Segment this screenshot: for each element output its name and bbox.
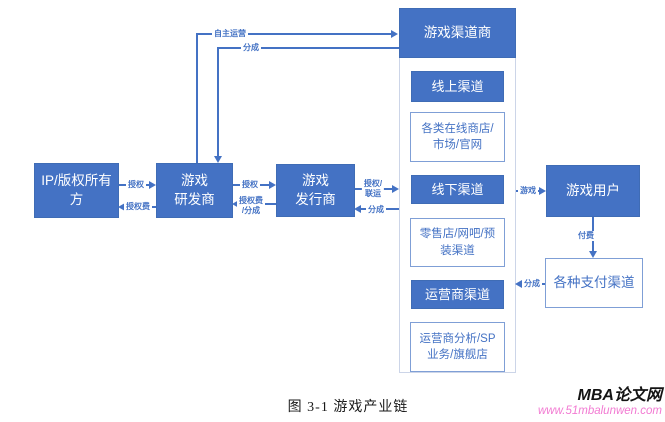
edge-label-license-ip-dev: 授权: [126, 180, 146, 190]
arrow-line-self-operate-h: [196, 33, 393, 35]
node-ip-owner: IP/版权所有方: [34, 163, 119, 218]
arrowhead-right-icon: [391, 30, 398, 38]
arrowhead-right-icon: [269, 181, 276, 189]
arrowhead-right-icon: [392, 185, 399, 193]
node-offline-channel: 线下渠道: [411, 175, 504, 204]
arrowhead-left-icon: [515, 280, 522, 288]
node-online-channel-detail: 各类在线商店/ 市场/官网: [410, 112, 505, 162]
edge-label-pay: 付费: [576, 231, 596, 241]
edge-label-fee-dev-ip: 授权费: [124, 202, 152, 212]
node-game-user: 游戏用户: [546, 165, 640, 217]
arrow-line-share-channel-dev-v: [217, 47, 219, 157]
node-online-channel: 线上渠道: [411, 71, 504, 102]
node-operator-channel-detail: 运营商分析/SP 业务/旗舰店: [410, 322, 505, 372]
arrowhead-right-icon: [149, 181, 156, 189]
edge-label-fee-share-pub-dev: 授权费 /分成: [237, 196, 265, 216]
edge-label-self-operate: 自主运营: [212, 29, 248, 39]
node-channel-provider: 游戏渠道商: [399, 8, 516, 58]
watermark-site-name: MBA论文网: [577, 387, 662, 404]
arrow-line-self-operate-v: [196, 34, 198, 163]
edge-label-game: 游戏: [518, 186, 538, 196]
edge-label-share-channel-dev: 分成: [241, 43, 261, 53]
figure-caption: 图 3-1 游戏产业链: [287, 400, 409, 415]
arrowhead-left-icon: [354, 205, 361, 213]
arrowhead-down-icon: [589, 251, 597, 258]
node-developer: 游戏 研发商: [156, 163, 233, 218]
arrowhead-left-icon: [232, 200, 239, 208]
edge-label-share-payment: 分成: [522, 279, 542, 289]
edge-label-license-dev-pub: 授权: [240, 180, 260, 190]
arrowhead-left-icon: [118, 203, 125, 211]
watermark-url: www.51mbalunwen.com: [537, 405, 662, 418]
watermark: MBA论文网 www.51mbalunwen.com: [538, 386, 662, 418]
arrow-line-share-channel-dev-h: [217, 47, 399, 49]
node-offline-channel-detail: 零售店/网吧/预 装渠道: [410, 218, 505, 267]
edge-label-share-channel-pub: 分成: [366, 205, 386, 215]
node-payment-channels: 各种支付渠道: [545, 258, 643, 308]
node-publisher: 游戏 发行商: [276, 164, 355, 217]
node-operator-channel: 运营商渠道: [411, 280, 504, 309]
arrowhead-down-icon: [214, 156, 222, 163]
arrowhead-right-icon: [539, 187, 546, 195]
edge-label-license-joint: 授权/ 联运: [361, 179, 385, 199]
